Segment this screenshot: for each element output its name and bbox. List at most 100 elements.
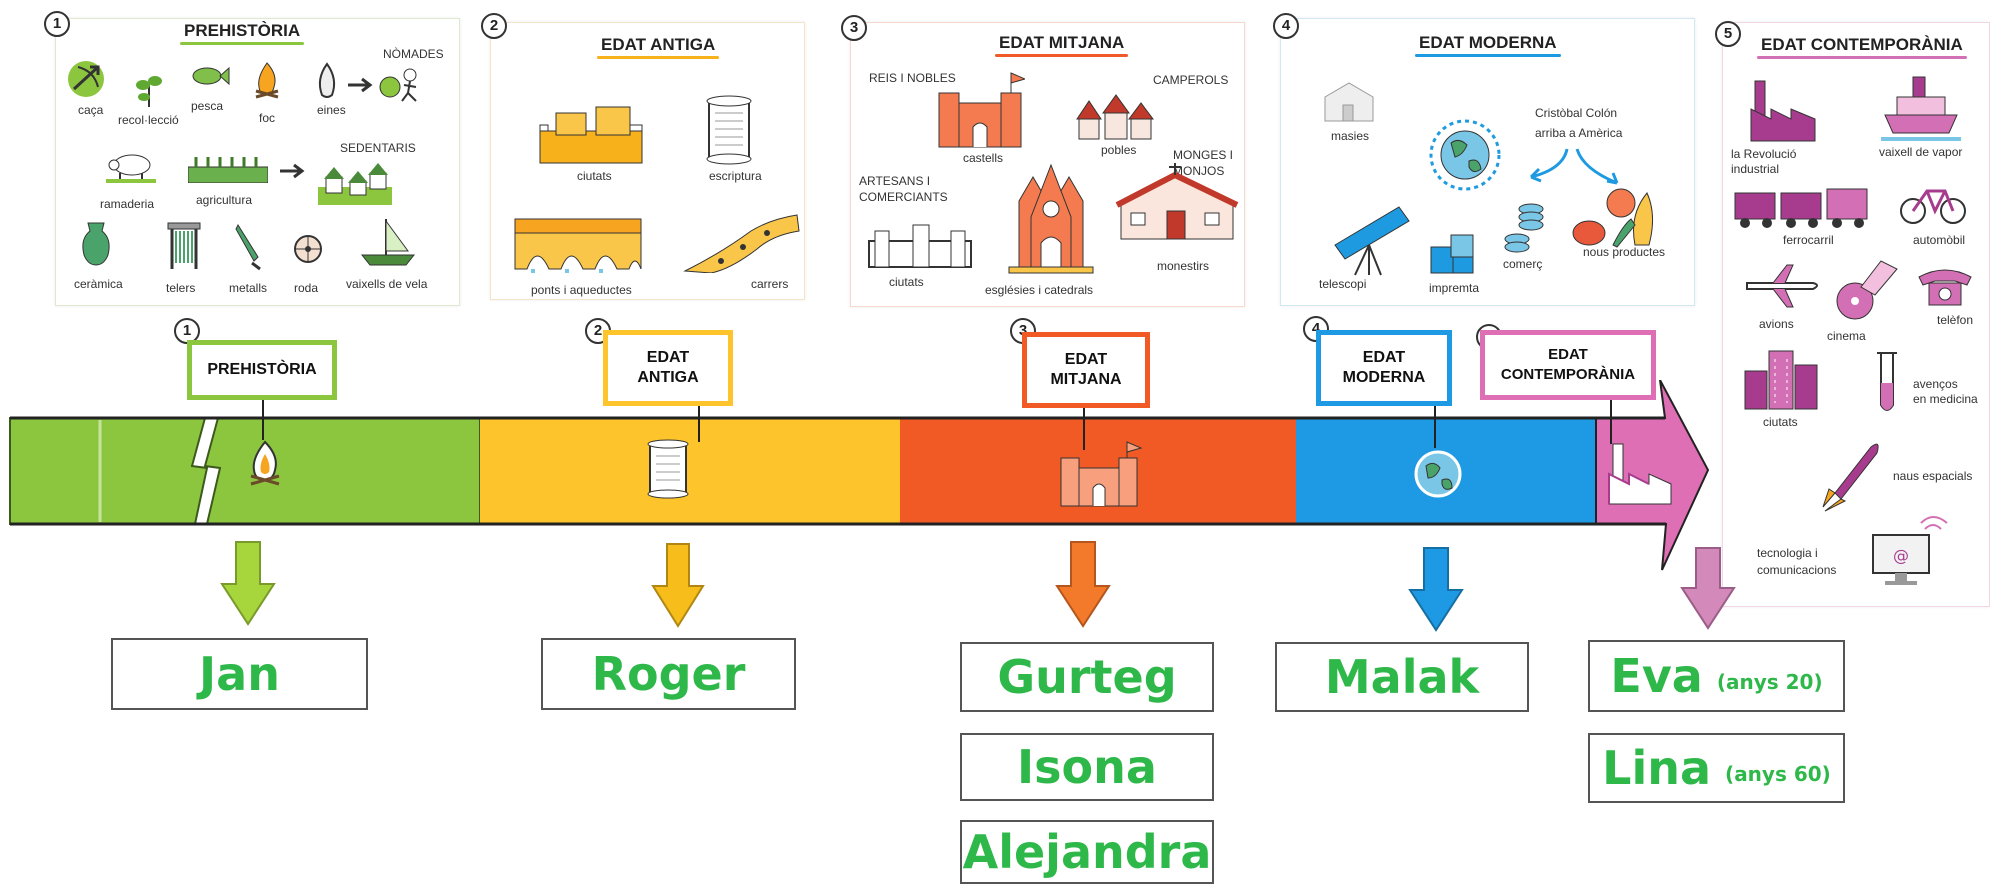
panel-number: 4 <box>1273 13 1299 39</box>
globe-icon <box>1414 450 1462 498</box>
svg-text:@: @ <box>1893 546 1909 565</box>
rocket-icon <box>1822 443 1879 512</box>
marker-antiga: EDAT ANTIGA <box>603 330 733 406</box>
city-buildings-icon <box>1744 350 1818 410</box>
label-monestirs: monestirs <box>1157 259 1210 273</box>
panel-title: PREHISTÒRIA <box>180 21 305 45</box>
label-castells: castells <box>963 151 1004 165</box>
panel-title: EDAT CONTEMPORÀNIA <box>1757 35 1967 59</box>
marker-mitjana: EDAT MITJANA <box>1022 332 1150 408</box>
panel-title: EDAT MODERNA <box>1415 33 1561 57</box>
panel-prehistoria: 1 PREHISTÒRIA NÒMADES caça recol·lecció … <box>44 11 460 306</box>
test-tube-icon <box>1877 352 1897 411</box>
arrow-right-icon <box>280 163 305 179</box>
panel-number: 3 <box>841 15 867 41</box>
label-agricultura: agricultura <box>196 193 253 207</box>
fire-icon <box>250 440 280 486</box>
panel-mitjana: 3 EDAT MITJANA REIS I NOBLES CAMPEROLS c… <box>841 15 1245 307</box>
label-impremta: impremta <box>1429 281 1480 295</box>
band-antiga <box>480 418 900 524</box>
airplane-icon <box>1746 264 1818 308</box>
nomad-person-icon <box>379 68 417 102</box>
printing-press-icon <box>1430 234 1474 274</box>
label-ciutats: ciutats <box>577 169 612 183</box>
label-eines: eines <box>317 103 346 117</box>
monastery-icon <box>1115 163 1239 240</box>
pottery-icon <box>82 222 110 266</box>
scroll-icon <box>647 439 689 499</box>
label-pesca: pesca <box>191 99 224 113</box>
plant-icon <box>136 76 162 107</box>
label-comerc: comerç <box>1503 257 1543 271</box>
globe-icon <box>1429 119 1501 191</box>
label-avions: avions <box>1759 317 1794 331</box>
label-naus: naus espacials <box>1893 469 1973 483</box>
label-sedentaris: SEDENTARIS <box>340 141 416 155</box>
produce-icon <box>1572 188 1653 248</box>
marker-moderna: EDAT MODERNA <box>1316 330 1452 406</box>
name-box-isona: Isona <box>960 733 1214 801</box>
marker-stem <box>1083 408 1085 450</box>
name-box-jan: Jan <box>111 638 368 710</box>
label-vaixells: vaixells de vela <box>346 277 428 291</box>
panel-number: 5 <box>1715 21 1741 47</box>
sailboat-icon <box>360 219 416 266</box>
marker-stem <box>698 406 700 442</box>
label-ramaderia: ramaderia <box>100 197 155 211</box>
wheel-icon <box>294 235 322 263</box>
village-icon <box>318 163 392 205</box>
factory-icon <box>1608 443 1672 505</box>
city-walls-icon <box>868 224 972 268</box>
telescope-icon <box>1334 206 1410 276</box>
aqueduct-icon <box>514 218 642 273</box>
city-walls-icon <box>539 106 643 164</box>
timeline-band <box>9 380 1710 571</box>
marker-number: 1 <box>174 318 200 344</box>
label-caca: caça <box>78 103 104 117</box>
name-box-eva: Eva (anys 20) <box>1588 640 1845 712</box>
panel-number: 1 <box>44 11 70 37</box>
title-underline <box>597 56 720 59</box>
title-underline <box>1757 56 1967 59</box>
farmhouse-icon <box>1324 82 1374 122</box>
label-nomades: NÒMADES <box>383 47 444 61</box>
sheep-icon <box>106 154 156 183</box>
panel-antiga: 2 EDAT ANTIGA ciutats escriptura ponts i… <box>481 13 805 300</box>
name-box-alejandra: Alejandra <box>960 820 1214 884</box>
label-reis: REIS I NOBLES <box>869 71 956 85</box>
marker-stem <box>1434 406 1436 448</box>
name-box-roger: Roger <box>541 638 796 710</box>
label-metalls: metalls <box>229 281 268 295</box>
panel-contemporania: 5 EDAT CONTEMPORÀNIA la Revolució indust… <box>1715 21 1990 607</box>
label-colon: Cristòbal Colón arriba a Amèrica <box>1535 106 1623 140</box>
panel-moderna: 4 EDAT MODERNA masies Cristòbal Colón ar… <box>1273 13 1695 306</box>
arrow-right-icon <box>348 77 373 93</box>
label-ciutats: ciutats <box>889 275 924 289</box>
label-cinema: cinema <box>1827 329 1866 343</box>
label-ciutats: ciutats <box>1763 415 1798 429</box>
crops-icon <box>188 157 268 183</box>
label-escriptura: escriptura <box>709 169 762 183</box>
fire-icon <box>255 62 279 99</box>
marker-contemporania: EDAT CONTEMPORÀNIA <box>1480 330 1656 400</box>
castle-icon <box>1060 441 1143 507</box>
label-carrers: carrers <box>751 277 789 291</box>
label-ferrocarril: ferrocarril <box>1783 233 1834 247</box>
label-telescopi: telescopi <box>1319 277 1367 291</box>
tool-icon <box>318 62 336 98</box>
name-box-malak: Malak <box>1275 642 1529 712</box>
name-box-gurteg: Gurteg <box>960 642 1214 712</box>
road-icon <box>683 214 800 273</box>
label-foc: foc <box>259 111 276 125</box>
label-ceramica: ceràmica <box>74 277 123 291</box>
label-revolucio: la Revolució industrial <box>1731 147 1797 176</box>
marker-stem <box>1610 400 1612 444</box>
down-arrow-prehistoria <box>220 541 276 626</box>
bicycle-icon <box>1900 189 1966 224</box>
film-reel-icon <box>1836 260 1898 320</box>
name-box-lina: Lina (anys 60) <box>1588 733 1845 803</box>
label-camperols: CAMPEROLS <box>1153 73 1229 87</box>
title-underline <box>995 54 1129 57</box>
scroll-icon <box>706 95 752 165</box>
label-vaixell: vaixell de vapor <box>1879 145 1963 159</box>
